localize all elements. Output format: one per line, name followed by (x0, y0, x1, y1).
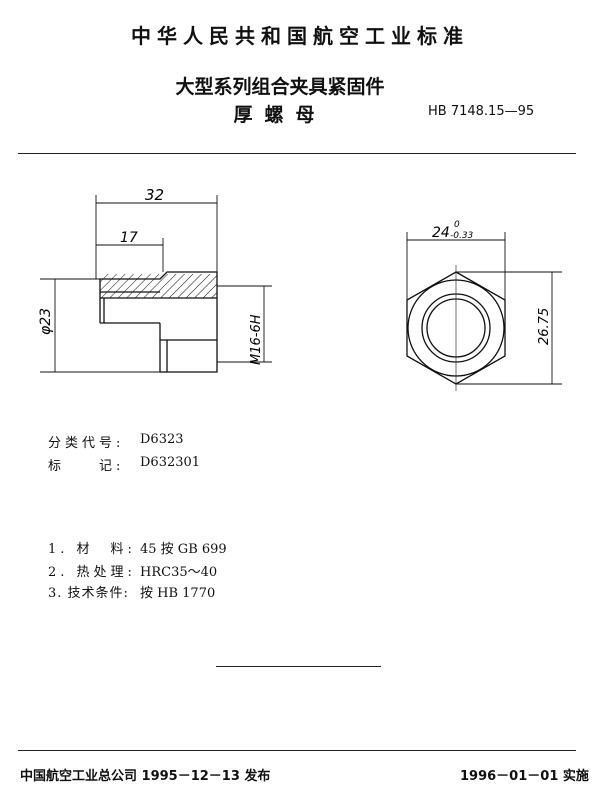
side-view (99, 271, 218, 373)
marking-value: D632301 (140, 455, 201, 470)
end-view (406, 265, 506, 391)
spec-material: 1. 材 料: 45 按 GB 699 (48, 538, 227, 557)
standard-number: HB 7148.15—95 (428, 104, 535, 119)
spec-technical-conditions-label: 3. 技术条件: (48, 586, 129, 601)
classification-code-label: 分类代号: (48, 436, 125, 451)
footer-rule (18, 750, 576, 751)
dim-diameter (40, 278, 167, 373)
dim-thread-length-label: 17 (120, 230, 138, 246)
technical-drawing: 32 17 φ23 M16-6H 24 0 -0.33 26.75 (38, 186, 562, 391)
standard-header: 中华人民共和国航空工业标准 (131, 24, 469, 48)
spec-technical-conditions-value: 按 HB 1770 (140, 586, 216, 601)
spec-material-value: 45 按 GB 699 (140, 542, 227, 557)
dim-thread (217, 285, 272, 363)
spec-heat-treatment: 2. 热处理: HRC35～40 (48, 561, 217, 580)
classification-code: 分类代号: D6323 (48, 432, 184, 451)
classification-code-value: D6323 (140, 432, 184, 447)
end-rule (216, 666, 381, 667)
dim-length (95, 195, 218, 279)
spec-heat-treatment-label: 2. 热处理: (48, 565, 136, 580)
spec-heat-treatment-value: HRC35～40 (140, 565, 218, 580)
document-subtitle: 厚螺母 (233, 104, 327, 126)
spec-technical-conditions: 3. 技术条件: 按 HB 1770 (48, 582, 215, 601)
issue-info: 中国航空工业总公司 1995－12－13 发布 (20, 769, 271, 784)
dim-af-tol-lower: -0.33 (450, 231, 474, 241)
dim-thread-length (96, 238, 164, 272)
dim-af-tol-upper: 0 (454, 220, 460, 230)
effective-date: 1996－01－01 实施 (460, 769, 589, 784)
dim-diameter-label: φ23 (38, 308, 54, 335)
dim-across-corners-label: 26.75 (537, 308, 552, 345)
dim-length-label: 32 (145, 186, 164, 204)
dim-across-flats (406, 232, 506, 300)
spec-material-label: 1. 材 料: (48, 542, 136, 557)
dim-across-corners (456, 271, 562, 385)
document-title: 大型系列组合夹具紧固件 (175, 76, 385, 98)
header-rule (18, 153, 576, 154)
dim-thread-label: M16-6H (249, 314, 264, 365)
dim-across-flats-label: 24 (432, 225, 450, 241)
marking-label: 标 记: (48, 459, 125, 474)
marking: 标 记: D632301 (48, 455, 200, 474)
